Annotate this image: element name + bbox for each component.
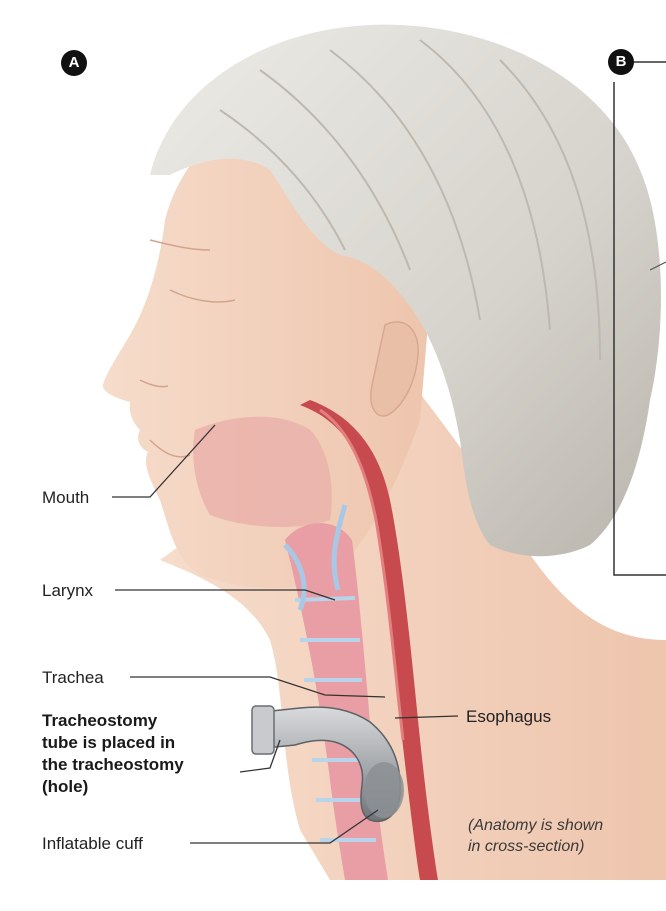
trach-flange bbox=[252, 706, 274, 754]
inflatable-cuff-shape bbox=[364, 762, 404, 818]
panel-a-badge: A bbox=[61, 50, 87, 76]
note-cross-section-line-2: in cross-section) bbox=[468, 836, 584, 857]
label-inflatable-cuff: Inflatable cuff bbox=[42, 833, 143, 854]
label-tube-line-2: tube is placed in bbox=[42, 732, 175, 753]
label-mouth: Mouth bbox=[42, 487, 89, 508]
label-larynx: Larynx bbox=[42, 580, 93, 601]
label-esophagus: Esophagus bbox=[466, 706, 551, 727]
note-cross-section-line-1: (Anatomy is shown bbox=[468, 815, 603, 836]
label-tube-line-3: the tracheostomy bbox=[42, 754, 184, 775]
label-tube-line-1: Tracheostomy bbox=[42, 710, 157, 731]
panel-b-badge: B bbox=[608, 49, 634, 75]
oral-cavity bbox=[193, 417, 332, 527]
label-trachea: Trachea bbox=[42, 667, 104, 688]
label-tube-line-4: (hole) bbox=[42, 776, 88, 797]
